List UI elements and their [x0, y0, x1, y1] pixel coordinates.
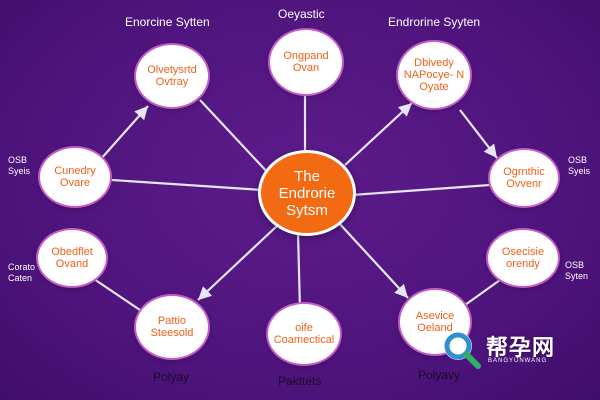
edge-center-mid-left — [111, 178, 263, 192]
watermark: 帮孕网 BANGYUNWANG — [440, 328, 590, 376]
label-top-right: Endrorine Syyten — [388, 15, 481, 29]
edge-center-top-right — [344, 102, 413, 166]
magnifier-logo-icon — [444, 332, 481, 369]
edge-mid-left-to-top-left — [99, 105, 149, 161]
edge-center-mid-right — [351, 183, 491, 197]
label-bottom-left: Polyay — [153, 370, 190, 384]
edge-center-bottom-left — [197, 224, 279, 301]
label-top-left: Enorcine Sytten — [125, 15, 210, 29]
edge-top-right-to-mid-right — [459, 109, 498, 159]
edge-center-top-left — [199, 99, 271, 176]
watermark-text: 帮孕网 — [486, 335, 556, 360]
watermark-subtext: BANGYUNWANG — [488, 358, 548, 364]
edge-lower-left-to-bottom-left — [87, 274, 141, 311]
edge-center-bottom-center — [296, 231, 302, 311]
label-bottom-center: Pakttets — [278, 374, 322, 388]
label-top-center: Oeyastic — [278, 7, 325, 21]
label-bottom-right: Polyavy — [418, 368, 461, 382]
edge-center-bottom-right — [337, 221, 409, 299]
edge-lower-right-to-bottom-right — [464, 279, 501, 306]
